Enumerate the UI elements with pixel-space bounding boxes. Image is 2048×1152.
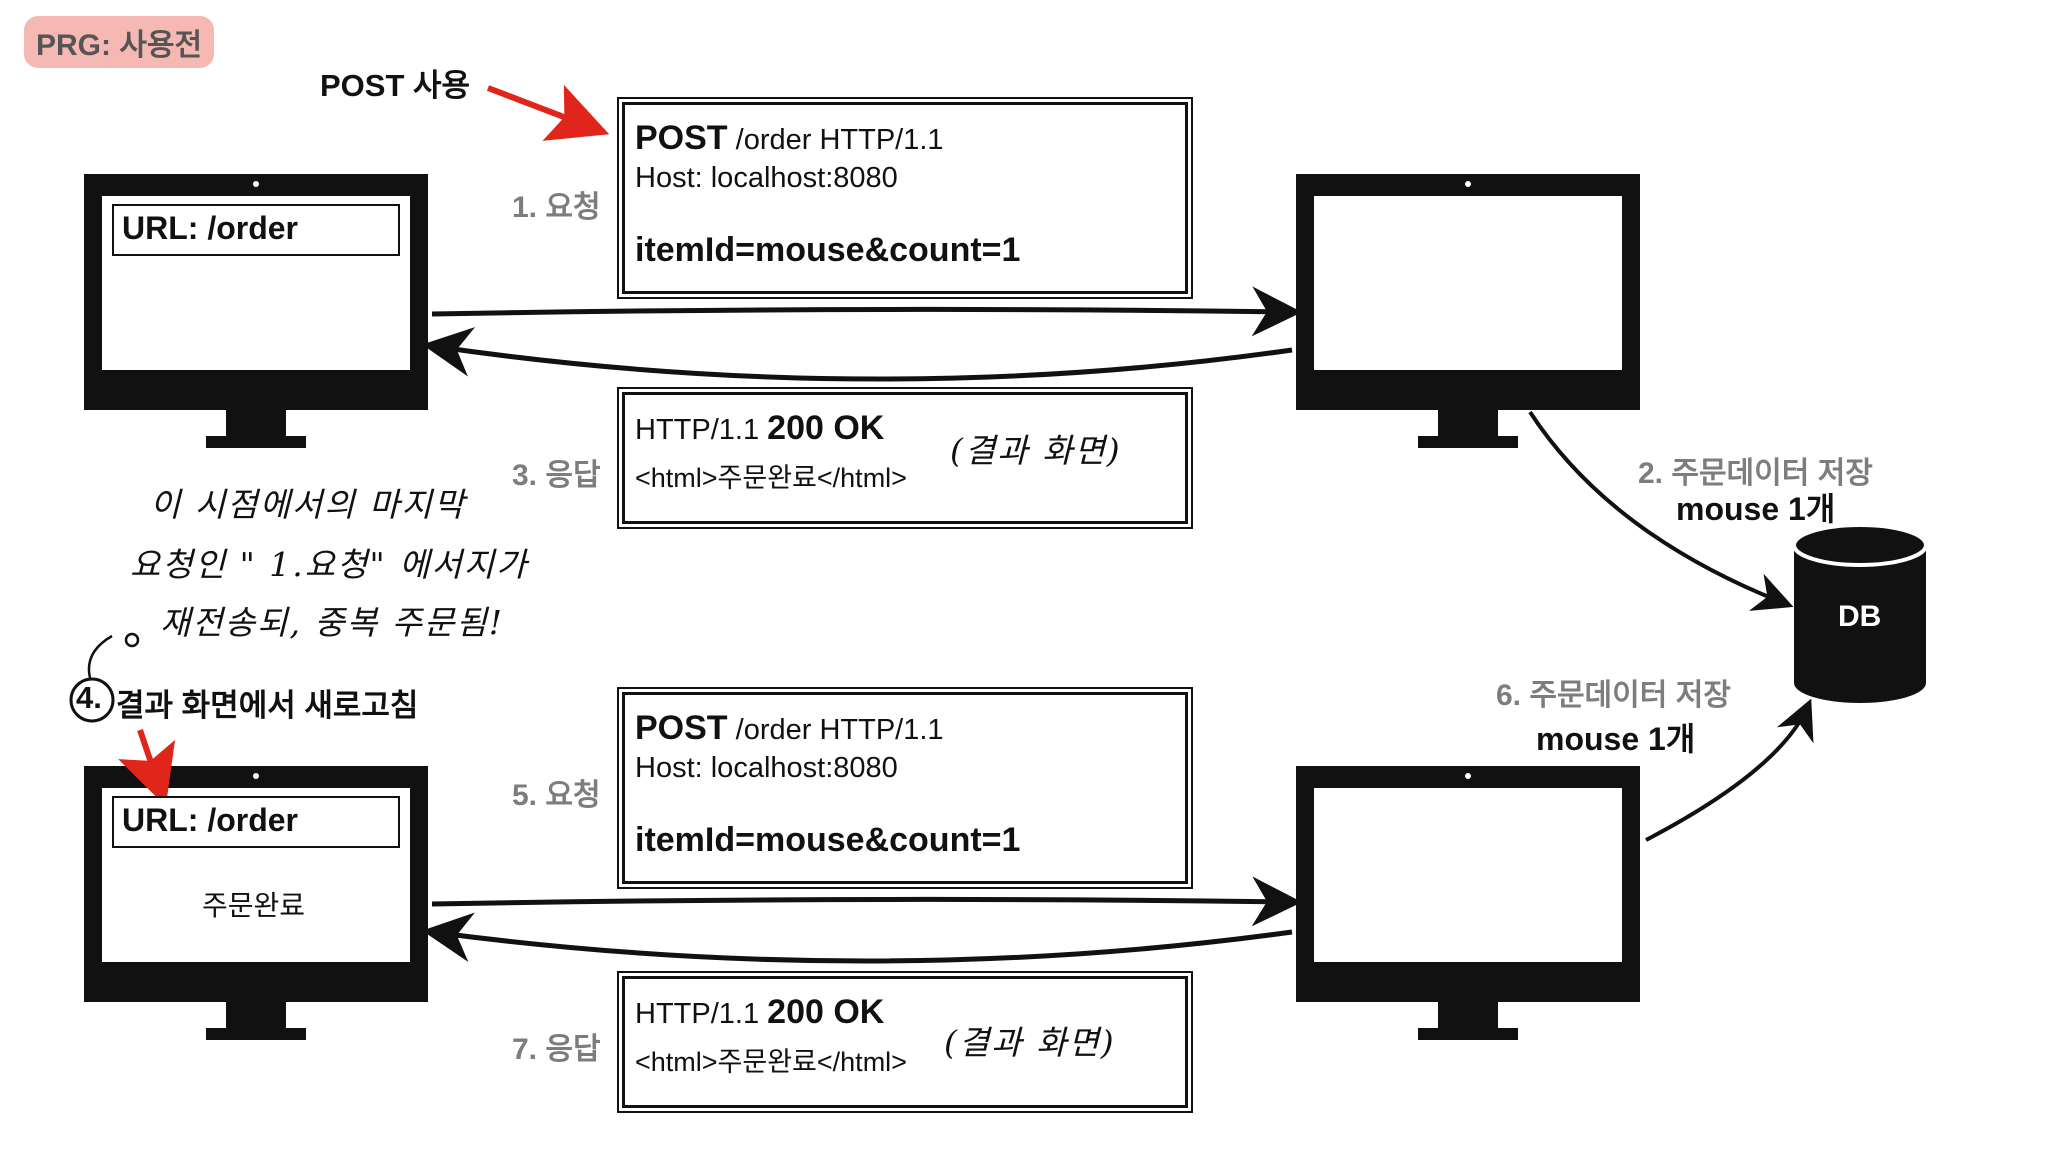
result-screen-note-bottom: (결과 화면) bbox=[944, 1023, 1116, 1062]
response-box-3: HTTP/1.1 200 OK <html>주문완료</html> bbox=[617, 387, 1193, 529]
step-7-label: 7. 응답 bbox=[512, 1033, 601, 1066]
step-4-number: 4. bbox=[76, 680, 102, 715]
step-3-label: 3. 응답 bbox=[512, 459, 601, 492]
step-4-circle bbox=[69, 677, 115, 723]
post-usage-arrow bbox=[486, 84, 610, 141]
result-screen-note-top: (결과 화면) bbox=[950, 431, 1122, 470]
database-cylinder bbox=[1792, 523, 1928, 703]
comment-leader-dot bbox=[124, 632, 140, 648]
host-line: Host: localhost:8080 bbox=[635, 752, 898, 784]
step-4-label: 결과 화면에서 새로고침 bbox=[116, 688, 419, 723]
response-body: <html>주문완료</html> bbox=[635, 1047, 907, 1077]
request-arrow-top bbox=[431, 286, 1302, 337]
refresh-arrow bbox=[118, 729, 176, 807]
step-1-label: 1. 요청 bbox=[512, 191, 601, 224]
response-arrow-top bbox=[422, 327, 1293, 382]
handwritten-comment-line-3: 재전송되, 중복 주문됨! bbox=[160, 603, 504, 642]
db-save-label-bottom: 6. 주문데이터 저장 bbox=[1496, 679, 1731, 712]
db-save-item-top: mouse 1개 bbox=[1676, 491, 1836, 527]
status-line: HTTP/1.1 200 OK bbox=[635, 409, 885, 447]
step-5-label: 5. 요청 bbox=[512, 779, 601, 812]
url-bar-bottom[interactable]: URL: /order bbox=[112, 796, 400, 848]
server-monitor-top bbox=[1296, 174, 1640, 448]
request-box-1: POST /order HTTP/1.1 Host: localhost:808… bbox=[617, 97, 1193, 299]
comment-leader-line bbox=[87, 634, 113, 679]
response-arrow-bottom bbox=[422, 912, 1293, 964]
request-body: itemId=mouse&count=1 bbox=[635, 231, 1021, 269]
db-save-arrow-bottom bbox=[1645, 698, 1814, 842]
status-line: HTTP/1.1 200 OK bbox=[635, 993, 885, 1031]
request-line: POST /order HTTP/1.1 bbox=[635, 119, 944, 157]
request-line: POST /order HTTP/1.1 bbox=[635, 709, 944, 747]
request-body: itemId=mouse&count=1 bbox=[635, 821, 1021, 859]
db-save-item-bottom: mouse 1개 bbox=[1536, 721, 1696, 757]
db-save-arrow-top bbox=[1528, 410, 1794, 611]
response-body: <html>주문완료</html> bbox=[635, 463, 907, 493]
db-save-label-top: 2. 주문데이터 저장 bbox=[1638, 457, 1873, 490]
post-usage-label: POST 사용 bbox=[320, 68, 471, 103]
host-line: Host: localhost:8080 bbox=[635, 162, 898, 194]
response-box-7: HTTP/1.1 200 OK <html>주문완료</html> bbox=[617, 971, 1193, 1113]
order-complete-text: 주문완료 bbox=[202, 890, 306, 921]
page-title: PRG: 사용전 bbox=[24, 16, 215, 68]
url-bar-top[interactable]: URL: /order bbox=[112, 204, 400, 256]
server-monitor-bottom bbox=[1296, 766, 1640, 1040]
database-label: DB bbox=[1838, 600, 1882, 633]
handwritten-comment-line-2: 요청인 " 1.요청" 에서지가 bbox=[130, 545, 529, 584]
request-box-5: POST /order HTTP/1.1 Host: localhost:808… bbox=[617, 687, 1193, 889]
handwritten-comment-line-1: 이 시점에서의 마지막 bbox=[150, 485, 467, 524]
request-arrow-bottom bbox=[431, 876, 1302, 927]
